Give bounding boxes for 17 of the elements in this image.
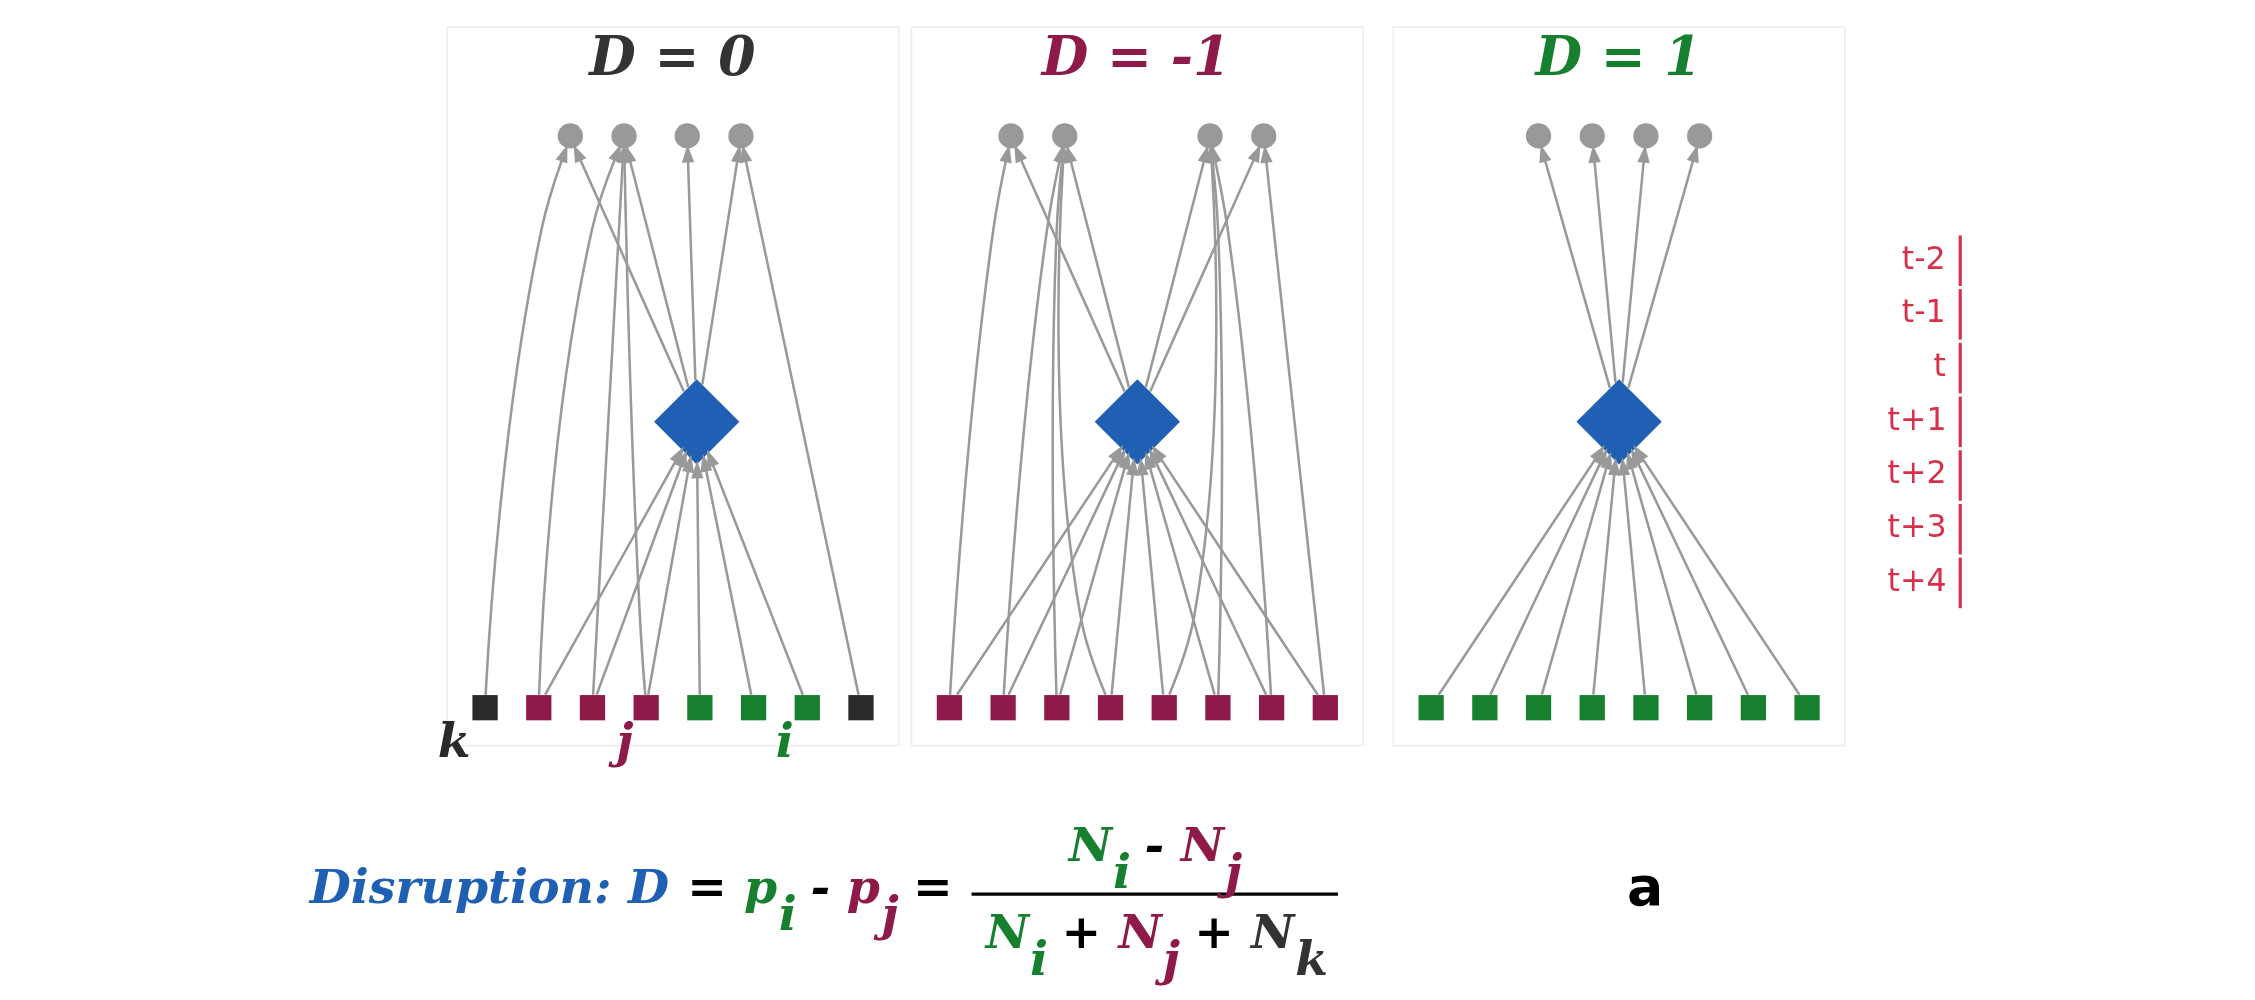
label: + (1061, 903, 1102, 959)
node-label: k (437, 712, 471, 768)
label: - (810, 858, 831, 914)
label: t-2 (1901, 239, 1946, 276)
label: t-1 (1901, 293, 1946, 330)
label: t (1933, 347, 1946, 384)
label: = (687, 858, 727, 914)
label: t+2 (1887, 454, 1947, 491)
node-label: i (775, 712, 794, 768)
label: t+3 (1887, 508, 1947, 545)
label: t+4 (1887, 561, 1947, 598)
label: a (1627, 854, 1664, 918)
label: Disruption: D (309, 858, 670, 914)
label: = (913, 858, 953, 914)
label: t+1 (1887, 400, 1947, 437)
label: - (1144, 816, 1165, 872)
label: + (1194, 903, 1234, 959)
